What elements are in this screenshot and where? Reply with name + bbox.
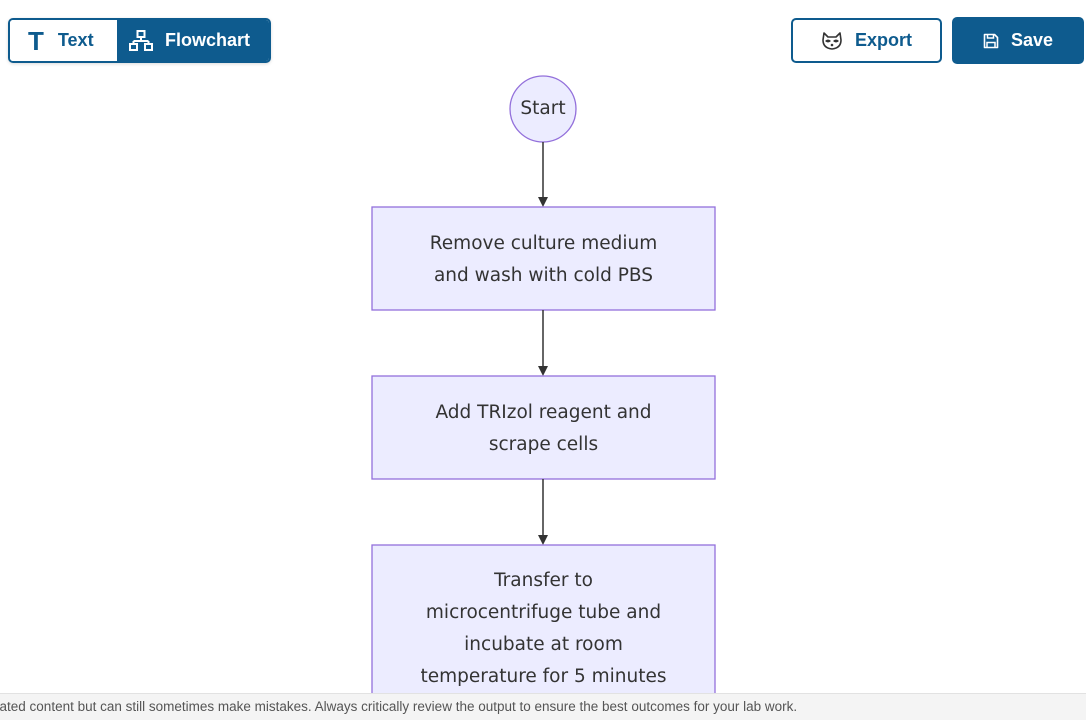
step-1-label: Remove culture medium and wash with cold… [372,228,715,292]
flowchart-view-label: Flowchart [165,30,251,50]
save-label: Save [1010,30,1054,50]
step-1-shape[interactable] [371,206,716,311]
export-label: Export [854,30,912,50]
flowchart-view-tab[interactable]: Flowchart [117,20,269,61]
step-3-line-3: incubate at room [464,634,623,655]
export-button[interactable]: Export [791,18,942,63]
text-icon: T [28,25,44,56]
step-1-line-1: Remove culture medium [429,233,658,254]
step-1-line-2: and wash with cold PBS [433,265,654,286]
sitemap-icon [129,29,153,52]
step-3-label: Transfer to microcentrifuge tube and inc… [372,565,715,693]
text-view-tab[interactable]: T Text [10,20,117,61]
view-toggle: T Text Flowchart [8,18,271,63]
text-view-label: Text [57,30,94,50]
disclaimer-text: usly validated content but can still som… [0,699,798,714]
step-2-label: Add TRIzol reagent and scrape cells [372,397,715,461]
flowchart-canvas [371,75,716,693]
step-3-line-2: microcentrifuge tube and [425,602,662,623]
step-3-shape[interactable] [371,544,716,693]
start-label: Start [520,98,566,119]
raccoon-icon [821,31,843,51]
step-3-line-4: temperature for 5 minutes [420,666,667,687]
floppy-disk-icon [983,33,999,49]
step-2-line-2: scrape cells [488,434,599,455]
start-node-label: Start [510,93,576,125]
step-3-line-1: Transfer to [494,570,593,591]
save-button[interactable]: Save [952,17,1084,64]
disclaimer-footer: usly validated content but can still som… [0,693,1086,720]
step-2-line-1: Add TRIzol reagent and [435,402,652,423]
